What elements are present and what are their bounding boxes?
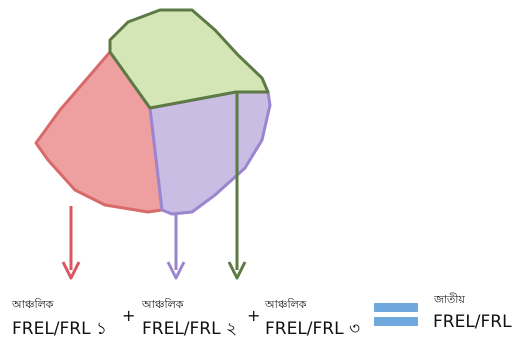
term-1-prefix: আঞ্চলিক	[12, 298, 54, 311]
plus-operator-1: +	[122, 306, 136, 325]
equals-bar-top	[374, 303, 418, 312]
plus-operator-2: +	[247, 306, 261, 325]
term-1-label: FREL/FRL ১	[12, 319, 108, 339]
arrow-2	[166, 214, 186, 280]
result-prefix: জাতীয়	[434, 293, 465, 306]
term-2-prefix: আঞ্চলিক	[142, 298, 184, 311]
arrow-3	[227, 92, 247, 280]
term-2-label: FREL/FRL ২	[142, 319, 238, 339]
result-label: FREL/FRL	[433, 312, 512, 332]
term-3-prefix: আঞ্চলিক	[265, 298, 307, 311]
region-3-shape	[108, 8, 270, 110]
equals-bar-bottom	[374, 317, 418, 326]
term-3-label: FREL/FRL ৩	[265, 319, 361, 339]
region-2-shape	[148, 90, 272, 216]
arrow-1	[61, 206, 81, 280]
